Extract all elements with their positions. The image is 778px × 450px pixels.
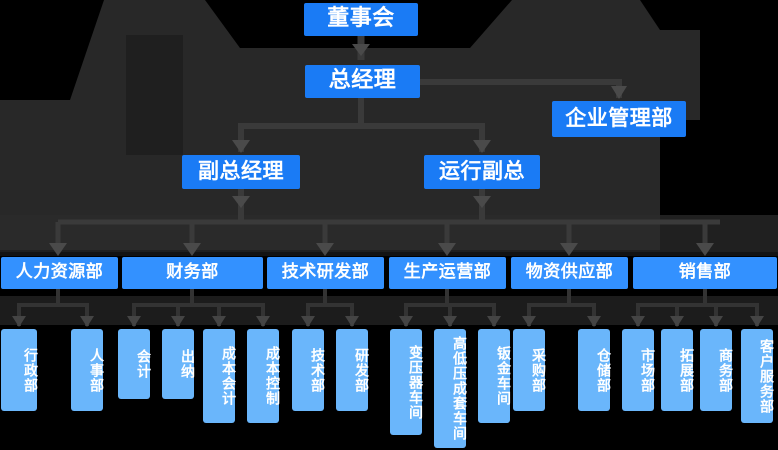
connector-gm-to-deputy: [232, 98, 364, 153]
node-deputy-general-manager-label: 副总经理: [198, 159, 284, 184]
sub-department-node-label: 成本会计: [220, 346, 236, 406]
connector-gm-to-operations: [358, 98, 491, 153]
sub-department-node[interactable]: 市场部: [622, 329, 655, 411]
sub-department-node[interactable]: 成本会计: [203, 329, 236, 423]
department-node[interactable]: 销售部: [633, 257, 777, 289]
department-node-label: 人力资源部: [15, 262, 104, 283]
sub-department-node-label: 钣金车间: [495, 346, 511, 406]
connector-deputy-to-bus: [232, 189, 250, 222]
department-node-label: 销售部: [678, 262, 732, 283]
sub-department-node-label: 技术部: [309, 347, 325, 393]
sub-department-node[interactable]: 仓储部: [578, 329, 611, 411]
sub-department-node-label: 采购部: [530, 347, 546, 393]
sub-department-node[interactable]: 商务部: [700, 329, 733, 411]
department-node-label: 生产运营部: [403, 262, 492, 283]
node-operations-vp[interactable]: 运行副总: [424, 155, 540, 189]
sub-department-node-label: 高低压成套车间: [451, 336, 467, 441]
sub-department-node[interactable]: 成本控制: [247, 329, 280, 423]
sub-department-node-label: 客户服务部: [758, 338, 774, 414]
sub-department-node[interactable]: 变压器车间: [390, 329, 423, 435]
sub-department-node[interactable]: 出纳: [162, 329, 195, 399]
department-node[interactable]: 生产运营部: [389, 257, 506, 289]
sub-department-node[interactable]: 钣金车间: [478, 329, 511, 423]
sub-department-node-label: 研发部: [353, 347, 369, 393]
connector-bus-to-departments: [55, 222, 708, 252]
department-node-label: 技术研发部: [281, 262, 370, 283]
sub-department-node-label: 拓展部: [678, 347, 694, 393]
sub-department-node-label: 会计: [135, 349, 151, 379]
sub-department-node[interactable]: 技术部: [292, 329, 325, 411]
node-operations-vp-label: 运行副总: [439, 159, 525, 184]
node-general-manager[interactable]: 总经理: [305, 65, 420, 98]
node-general-manager-label: 总经理: [328, 68, 397, 94]
sub-department-node[interactable]: 拓展部: [661, 329, 694, 411]
sub-department-node-label: 商务部: [717, 347, 733, 393]
sub-department-node[interactable]: 高低压成套车间: [434, 329, 467, 448]
department-node[interactable]: 财务部: [122, 257, 263, 289]
sub-department-node[interactable]: 客户服务部: [741, 329, 774, 423]
department-node-label: 财务部: [166, 262, 219, 283]
node-board-label: 董事会: [327, 6, 395, 32]
connector-departments-to-subs: [17, 289, 759, 326]
sub-department-node-label: 成本控制: [264, 346, 280, 406]
sub-department-node-label: 仓储部: [595, 347, 611, 393]
sub-department-node[interactable]: 采购部: [513, 329, 546, 411]
connector-board-to-gm: [352, 36, 370, 60]
node-enterprise-management[interactable]: 企业管理部: [552, 101, 686, 137]
sub-department-node-label: 人事部: [88, 347, 104, 393]
connector-operations-to-bus: [473, 189, 491, 222]
sub-department-node-label: 出纳: [179, 349, 195, 379]
sub-department-node-label: 市场部: [639, 347, 655, 393]
sub-department-node[interactable]: 行政部: [1, 329, 38, 411]
department-node[interactable]: 物资供应部: [511, 257, 628, 289]
sub-department-node[interactable]: 会计: [118, 329, 151, 399]
department-node[interactable]: 技术研发部: [267, 257, 384, 289]
sub-department-node-label: 行政部: [22, 347, 38, 393]
node-deputy-general-manager[interactable]: 副总经理: [182, 155, 300, 189]
department-node[interactable]: 人力资源部: [1, 257, 118, 289]
connector-gm-to-enterprise: [420, 79, 627, 99]
department-arrowheads: [49, 243, 714, 256]
sub-department-node-label: 变压器车间: [407, 344, 423, 420]
node-enterprise-management-label: 企业管理部: [565, 106, 673, 131]
node-board[interactable]: 董事会: [304, 3, 418, 36]
sub-department-node[interactable]: 人事部: [71, 329, 104, 411]
sub-department-arrowheads: [12, 316, 764, 327]
department-node-label: 物资供应部: [525, 262, 614, 283]
sub-department-node[interactable]: 研发部: [336, 329, 369, 411]
